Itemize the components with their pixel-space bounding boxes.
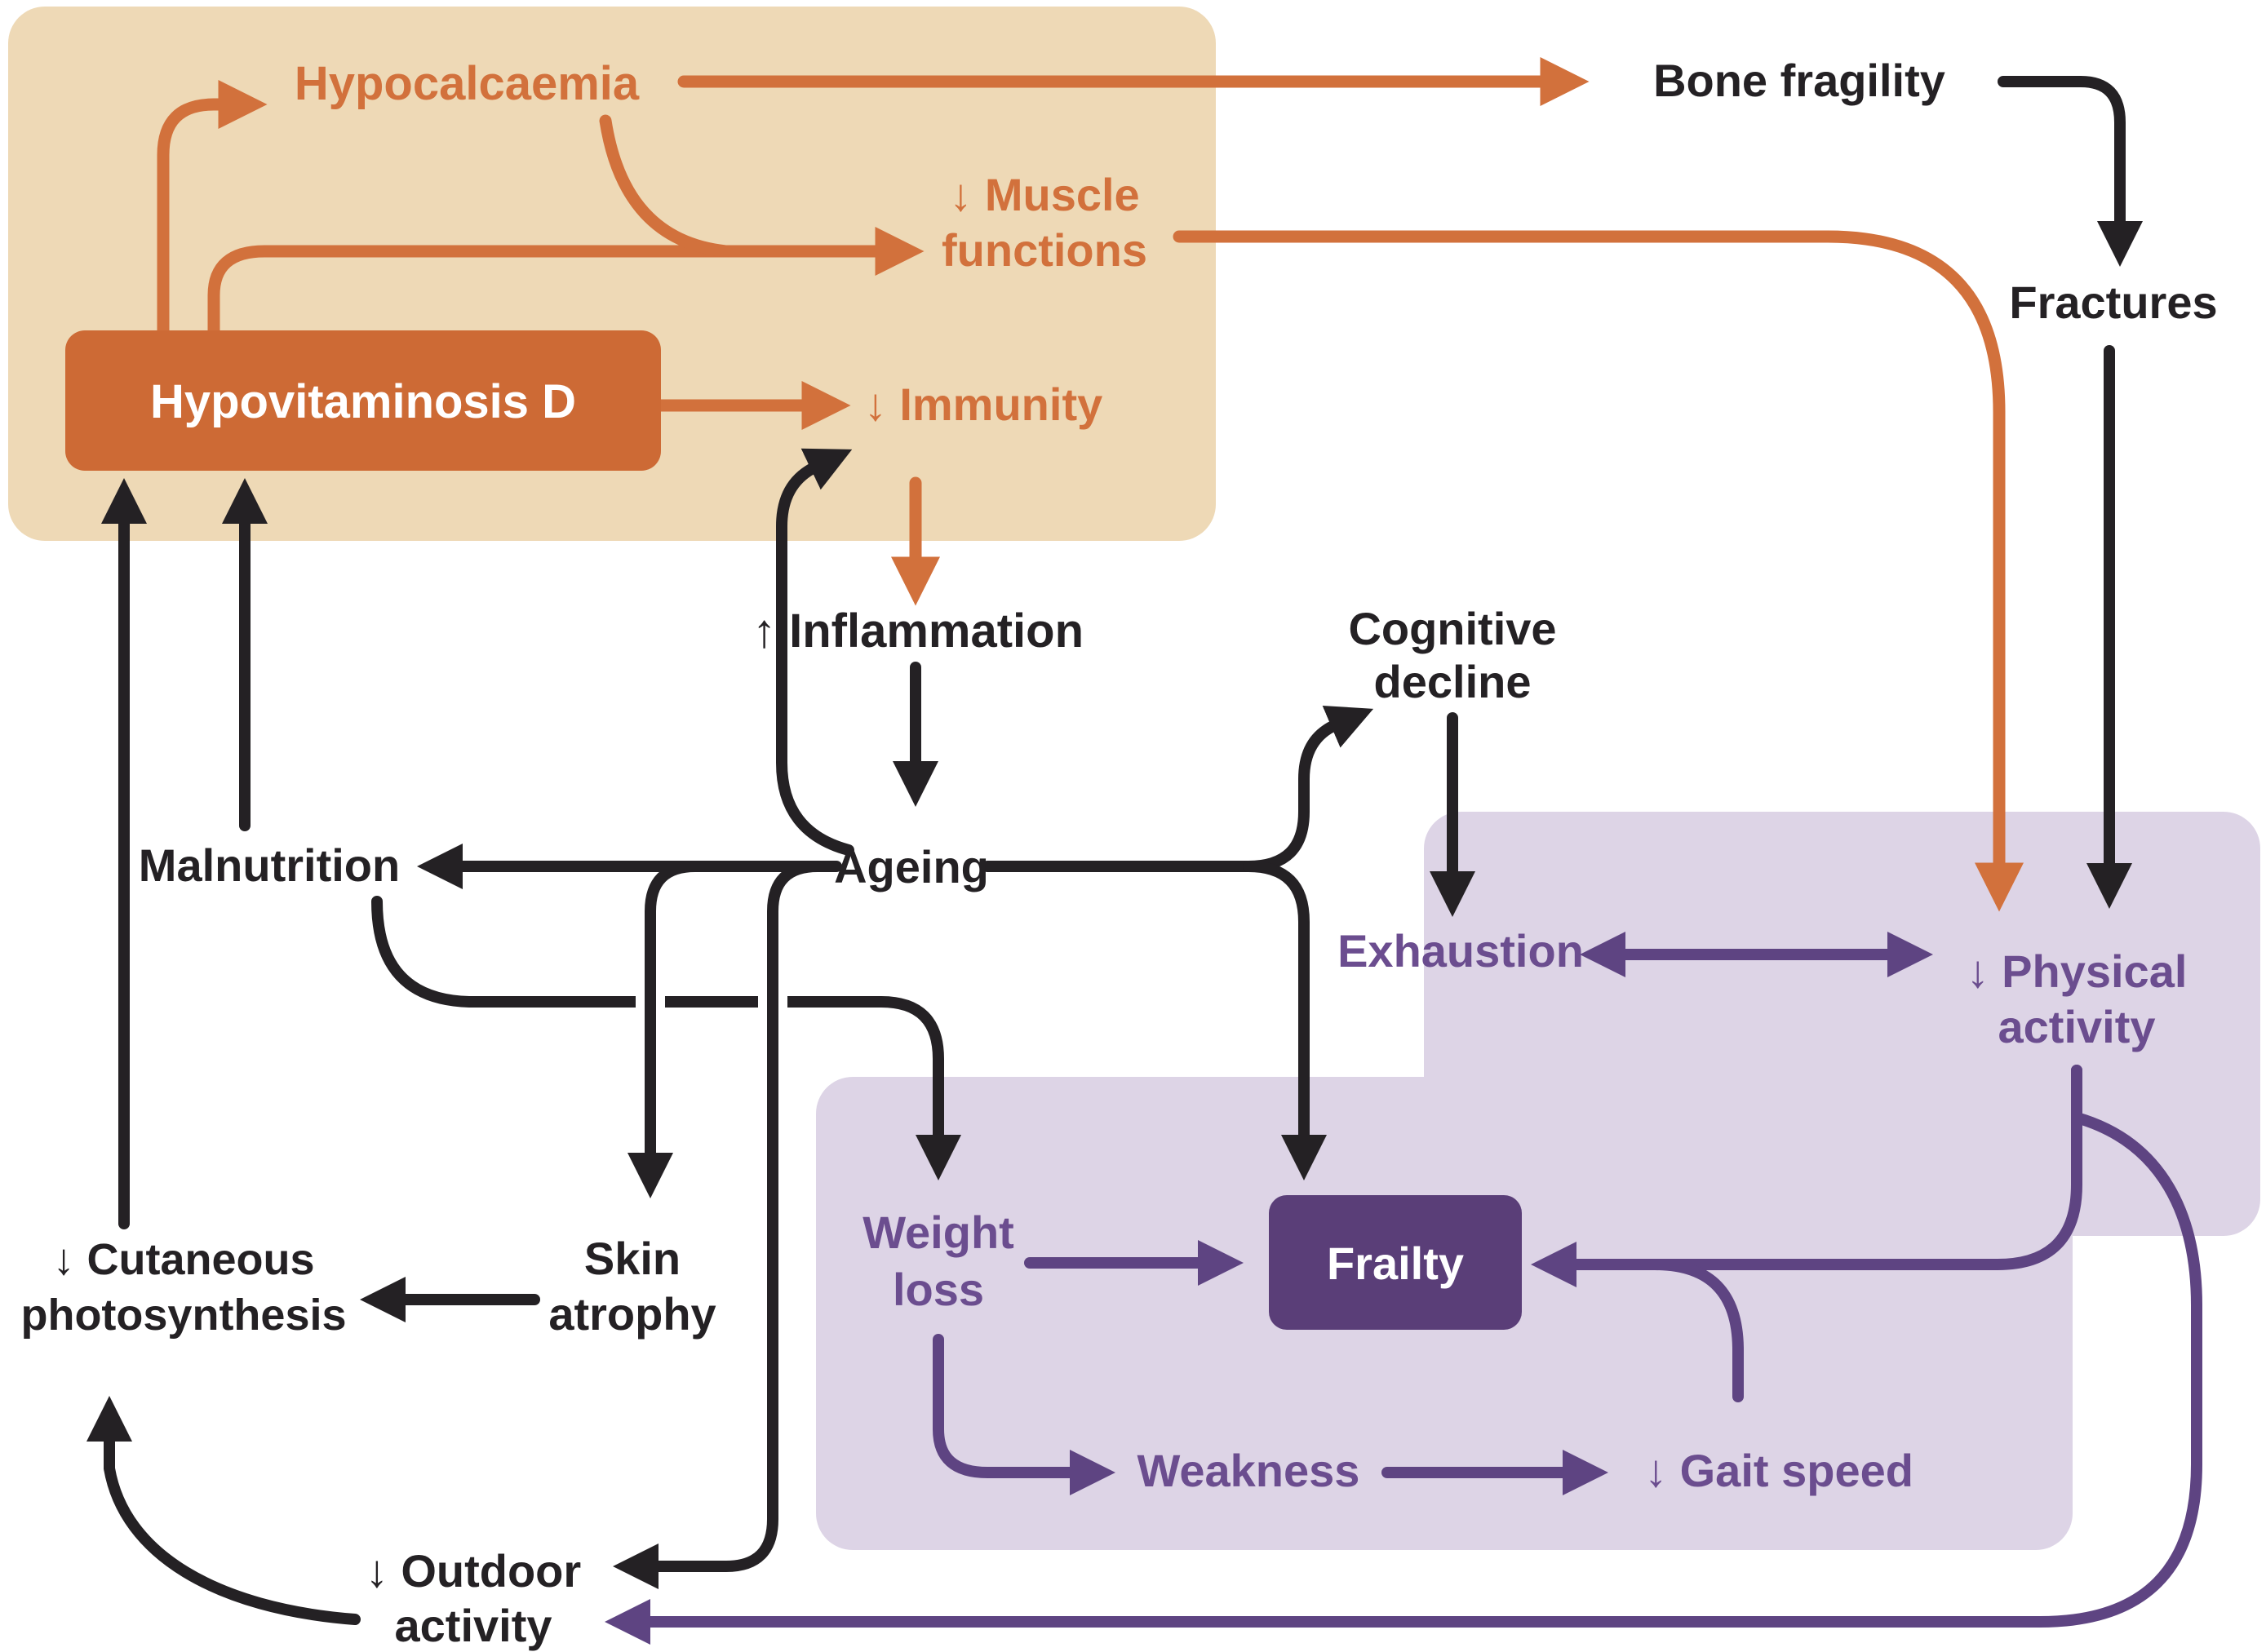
arrow-hypocalcaemia-to-muscle-functions-icon [599, 114, 733, 258]
node-malnutrition: Malnutrition [139, 839, 400, 891]
arrow-hypovitaminosis-to-hypocalcaemia-icon [157, 80, 268, 337]
arrow-outdoor-activity-to-cutaneous-icon [86, 1396, 361, 1625]
node-outdoor-activity-line2: activity [395, 1600, 552, 1651]
node-frailty: Frailty [1327, 1238, 1464, 1289]
node-bone-fragility: Bone fragility [1653, 55, 1945, 106]
node-cognitive-decline-line2: decline [1374, 656, 1532, 707]
arrow-gait-speed-to-frailty-merge-icon [1649, 1259, 1744, 1402]
arrow-ageing-to-frailty-icon [1243, 861, 1327, 1180]
node-inflammation: ↑ Inflammation [752, 605, 1084, 658]
node-fractures: Fractures [2009, 277, 2217, 328]
node-exhaustion: Exhaustion [1337, 925, 1584, 977]
node-skin-atrophy-line1: Skin [584, 1233, 681, 1284]
node-cutaneous-photosynthesis-line2: photosynthesis [20, 1291, 346, 1340]
node-ageing: Ageing [834, 841, 989, 892]
node-weakness: Weakness [1137, 1445, 1360, 1496]
node-hypovitaminosis-d: Hypovitaminosis D [150, 375, 576, 428]
arrow-hypovitaminosis-to-muscle-functions-icon [207, 227, 925, 337]
node-immunity: ↓ Immunity [864, 379, 1102, 430]
node-skin-atrophy-line2: atrophy [548, 1288, 716, 1340]
arrow-physical-activity-to-outdoor-activity-icon [605, 1065, 2202, 1645]
arrow-weight-loss-to-weakness-icon [933, 1334, 1115, 1495]
node-physical-activity-line2: activity [1998, 1001, 2156, 1052]
node-outdoor-activity-line1: ↓ Outdoor [366, 1545, 581, 1597]
node-gait-speed: ↓ Gait speed [1644, 1445, 1913, 1496]
hypovitaminosis-d-box [65, 330, 661, 471]
node-physical-activity-line1: ↓ Physical [1967, 946, 2188, 997]
node-muscle-functions-line1: ↓ Muscle [949, 169, 1139, 220]
arrow-malnutrition-to-weight-loss-icon [371, 896, 961, 1180]
arrow-ageing-to-cognitive-decline-icon [1243, 705, 1374, 872]
node-weight-loss-line1: Weight [862, 1207, 1014, 1258]
arrow-muscle-functions-to-physical-activity-icon [1173, 230, 2024, 912]
frailty-box [1269, 1195, 1522, 1330]
arrow-physical-activity-to-frailty-icon [1531, 1065, 2082, 1287]
node-muscle-functions-line2: functions [942, 224, 1147, 276]
node-hypocalcaemia: Hypocalcaemia [295, 57, 640, 110]
arrow-ageing-to-outdoor-activity-icon [613, 861, 823, 1589]
arrow-bone-fragility-to-fractures-icon [1998, 76, 2143, 267]
node-weight-loss-line2: loss [893, 1264, 984, 1315]
arrow-ageing-to-immunity-icon [776, 448, 854, 856]
node-cognitive-decline-line1: Cognitive [1348, 603, 1556, 654]
node-cutaneous-photosynthesis-line1: ↓ Cutaneous [52, 1235, 314, 1284]
